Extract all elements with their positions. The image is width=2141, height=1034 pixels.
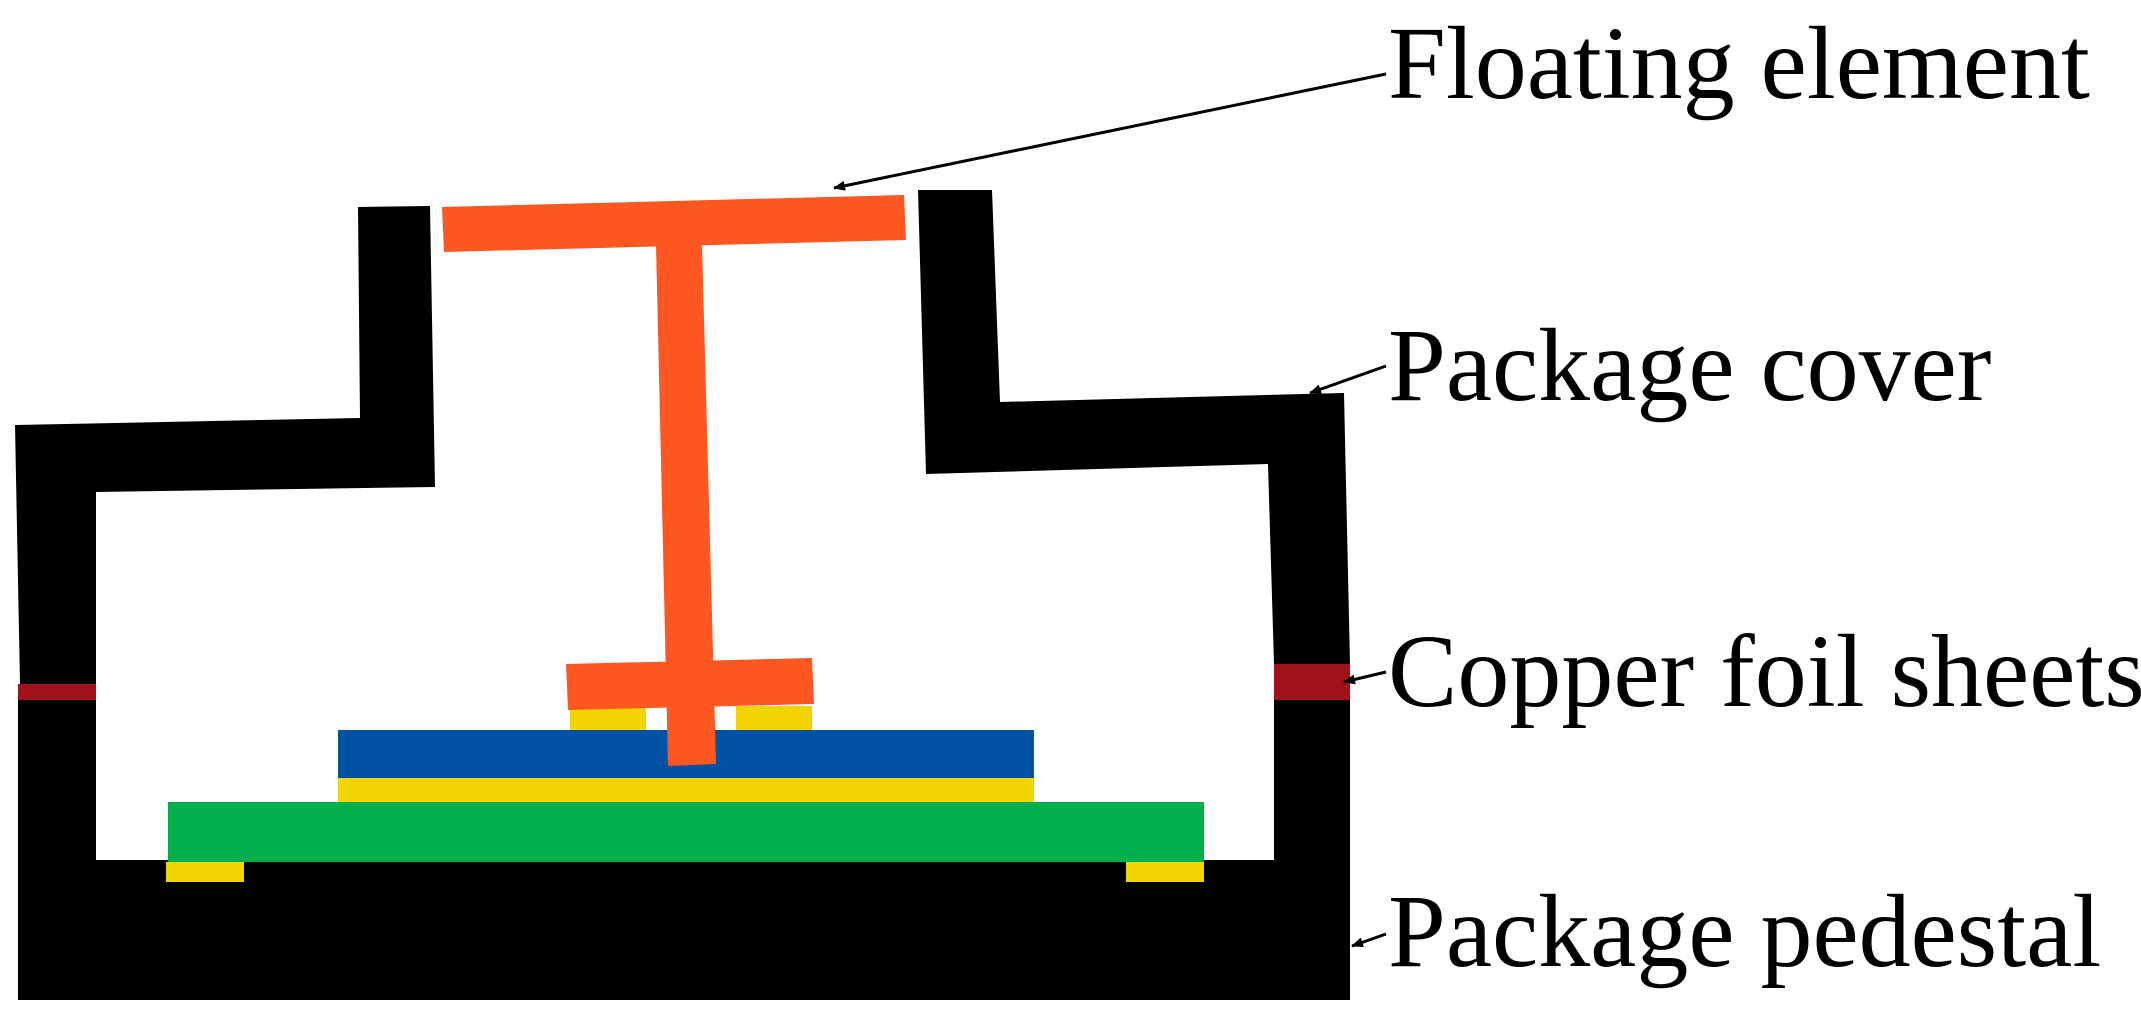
copper-foil-sheet-left [18,684,96,700]
package-cover-left [15,206,435,684]
floating-element-arrow [833,72,1387,191]
package-cover-left-lower-wall [18,700,96,862]
package-pedestal [18,860,1350,1000]
label-package-pedestal: Package pedestal [1388,874,2101,989]
gold-pad-element-right [736,706,812,730]
copper-foil-sheet-right [1274,664,1350,700]
package-cover-right [918,190,1350,664]
package-cover-right-lower-wall [1274,700,1350,862]
package-cover-arrow [1309,364,1387,395]
gold-pad-element-left [570,706,646,730]
gold-pad-right [1126,862,1204,882]
floating-element-stem [656,244,716,766]
green-board [168,802,1204,862]
label-package-cover: Package cover [1388,308,1991,423]
label-floating-element: Floating element [1388,6,2090,121]
floating-element-top [442,195,906,252]
gold-layer [338,778,1034,802]
label-copper-foil-sheets: Copper foil sheets [1388,614,2141,729]
copper-foil-sheets-arrow [1343,670,1387,685]
gold-pad-left [166,862,244,882]
package-pedestal-arrow [1351,932,1387,948]
